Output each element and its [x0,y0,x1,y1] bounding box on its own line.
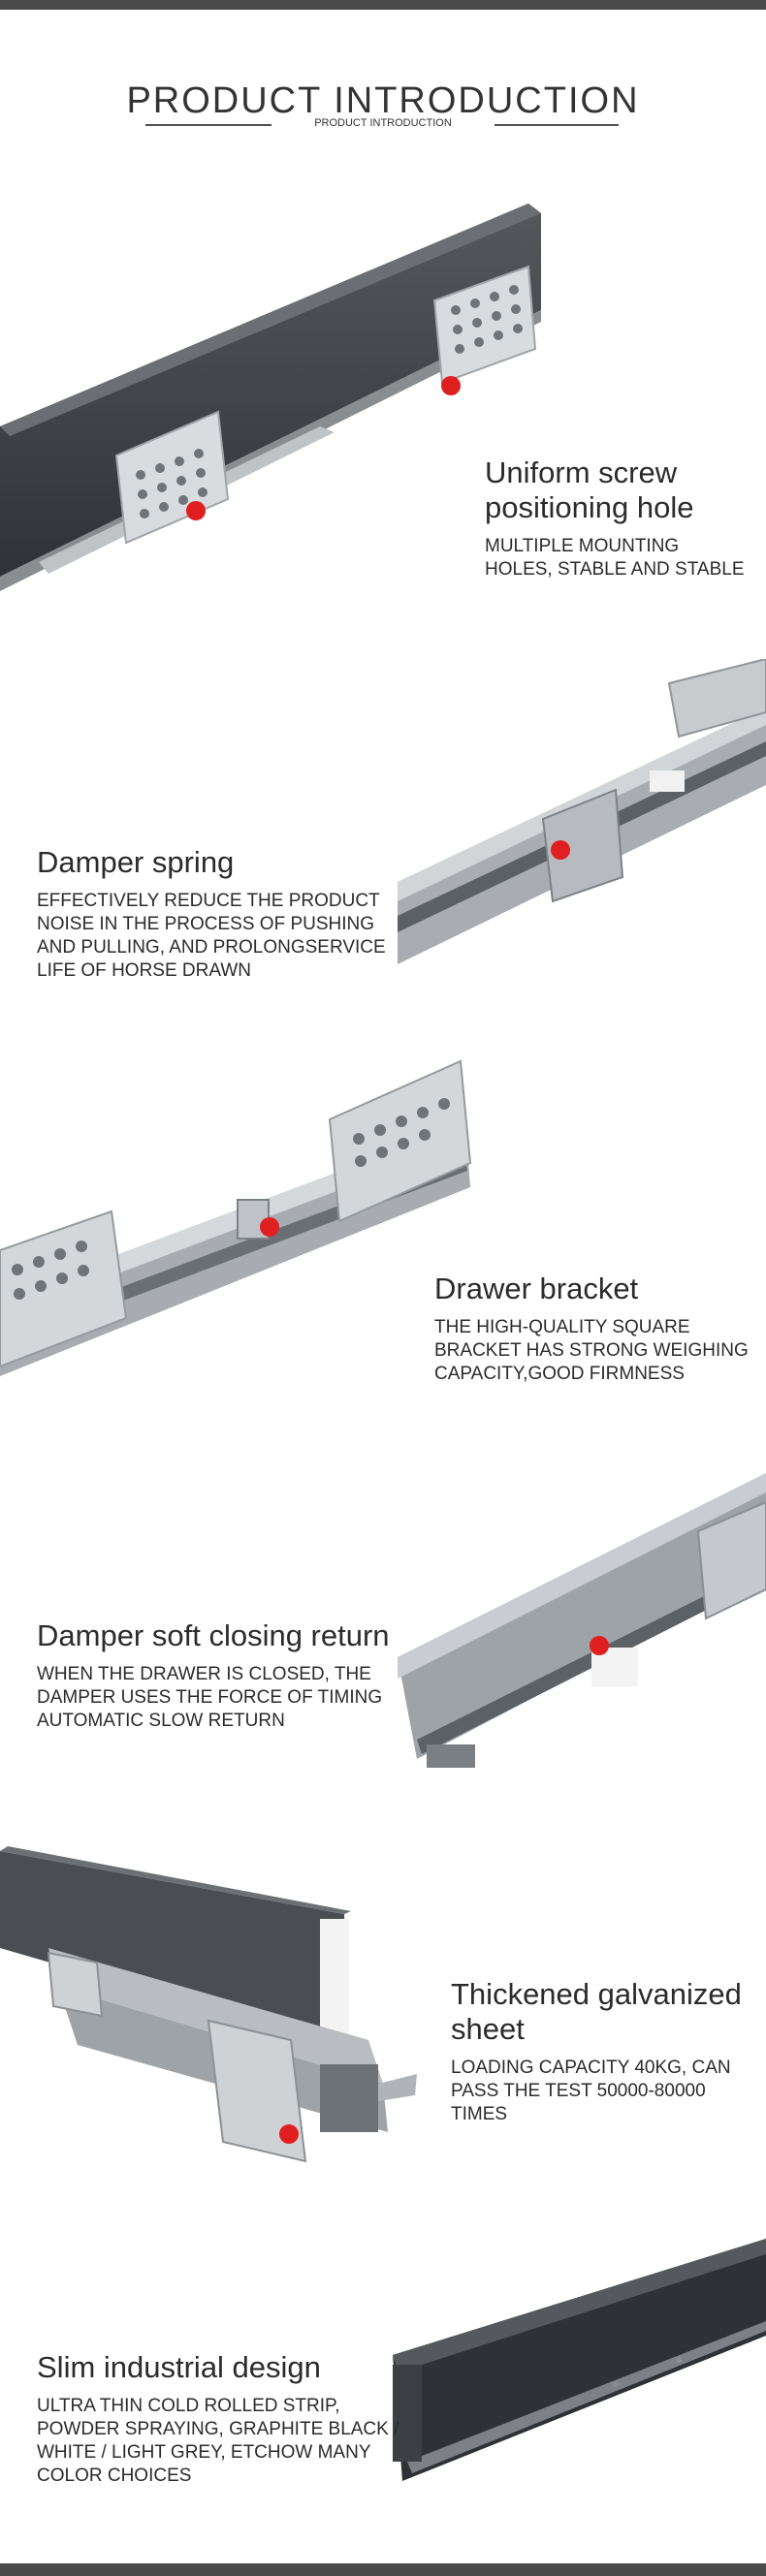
feature-title: Drawer bracket [434,1272,639,1305]
feature-soft-close: Damper soft closing return WHEN THE DRAW… [37,1618,425,1733]
header-rule-left [145,124,271,126]
feature-damper-spring: Damper spring EFFECTIVELY REDUCE THE PRO… [37,845,405,983]
feature-title: Uniform screw positioning hole [485,456,694,524]
feature-mounting-holes: Uniform screw positioning hole MULTIPLE … [485,456,747,581]
product-image-damper-spring [398,659,766,979]
feature-description: LOADING CAPACITY 40KG, CAN PASS THE TEST… [451,2058,731,2124]
feature-description: THE HIGH-QUALITY SQUARE BRACKET HAS STRO… [434,1317,749,1384]
section-header: PRODUCT INTRODUCTION [0,74,766,128]
product-image-mounting-holes [0,194,553,601]
product-image-soft-close-damper [398,1463,766,1783]
feature-description: WHEN THE DRAWER IS CLOSED, THE DAMPER US… [37,1664,383,1731]
header-rule-right [495,124,619,126]
feature-title: Damper spring [37,845,235,879]
header-subtitle-wrap: PRODUCT INTRODUCTION [0,74,766,141]
page-subtitle: PRODUCT INTRODUCTION [314,117,452,129]
feature-description: MULTIPLE MOUNTING HOLES, STABLE AND STAB… [485,536,745,580]
feature-title: Damper soft closing return [37,1618,390,1652]
feature-title: Slim industrial design [37,2350,321,2384]
feature-title: Thickened galvanized sheet [451,1977,742,2046]
product-image-galvanized-sheet [0,1841,427,2181]
feature-drawer-bracket: Drawer bracket THE HIGH-QUALITY SQUARE B… [434,1272,754,1386]
bottom-frame-bar [0,2563,766,2576]
feature-galvanized-sheet: Thickened galvanized sheet LOADING CAPAC… [451,1977,761,2126]
feature-slim-design: Slim industrial design ULTRA THIN COLD R… [37,2350,405,2488]
page-title: PRODUCT INTRODUCTION [126,80,640,121]
product-image-drawer-bracket [0,1056,485,1386]
product-image-slim-design [388,2229,766,2491]
top-frame-bar [0,0,766,10]
feature-description: ULTRA THIN COLD ROLLED STRIP, POWDER SPR… [37,2396,399,2486]
feature-description: EFFECTIVELY REDUCE THE PRODUCT NOISE IN … [37,891,386,981]
